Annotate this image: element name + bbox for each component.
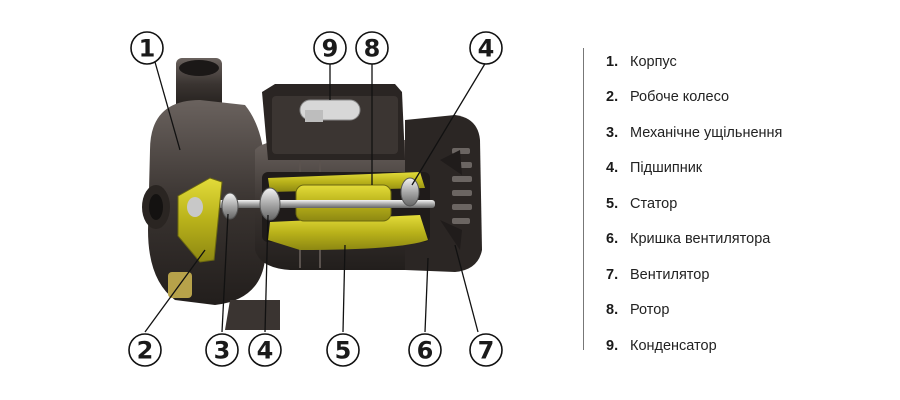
legend-label: Корпус: [630, 53, 677, 70]
leader-lines: [144, 61, 487, 333]
svg-text:1: 1: [139, 35, 156, 63]
mechanical-seal: [221, 192, 239, 220]
callout-3: 3: [205, 333, 239, 367]
callout-2: 2: [128, 333, 162, 367]
legend-number: 8.: [606, 302, 619, 319]
legend-item: 8. Ротор: [606, 293, 896, 329]
legend-number: 6.: [606, 231, 619, 248]
callout-1: 1: [130, 31, 164, 65]
legend-item: 4. Підшипник: [606, 151, 896, 187]
callout-4-top: 4: [469, 31, 503, 65]
legend-number: 9.: [606, 337, 619, 354]
svg-text:4: 4: [478, 35, 495, 63]
callout-4-bottom: 4: [248, 333, 282, 367]
legend-label: Робоче колесо: [630, 89, 730, 106]
legend-label: Конденсатор: [630, 337, 717, 354]
outlet-opening: [179, 60, 219, 76]
legend-label: Статор: [630, 195, 678, 212]
legend-item: 7. Вентилятор: [606, 257, 896, 293]
legend-divider: [583, 48, 584, 350]
fan-blades: [440, 150, 462, 250]
legend-item: 1. Корпус: [606, 44, 896, 80]
svg-text:7: 7: [478, 337, 495, 365]
bearing-rear: [400, 177, 420, 207]
legend-item: 5. Статор: [606, 186, 896, 222]
callout-5: 5: [326, 333, 360, 367]
callout-7: 7: [469, 333, 503, 367]
callout-8: 8: [355, 31, 389, 65]
impeller: [177, 177, 223, 263]
svg-text:3: 3: [214, 337, 231, 365]
shaft: [205, 200, 435, 208]
svg-text:8: 8: [364, 35, 381, 63]
legend-item: 2. Робоче колесо: [606, 80, 896, 116]
legend-number: 2.: [606, 89, 619, 106]
legend-number: 1.: [606, 53, 619, 70]
parts-legend: 1. Корпус 2. Робоче колесо 3. Механічне ущі…: [606, 44, 896, 364]
pump-cutaway-diagram: 1 9 8 4 2 3 4 5: [128, 31, 503, 367]
legend-item: 6. Кришка вентилятора: [606, 222, 896, 258]
legend-number: 3.: [606, 124, 619, 141]
legend-item: 9. Конденсатор: [606, 328, 896, 364]
svg-text:9: 9: [322, 35, 339, 63]
legend-label: Підшипник: [630, 160, 703, 177]
legend-label: Кришка вентилятора: [630, 231, 771, 248]
callout-6: 6: [408, 333, 442, 367]
legend-number: 4.: [606, 160, 619, 177]
legend-label: Ротор: [630, 302, 670, 319]
callout-9: 9: [313, 31, 347, 65]
callouts: 1 9 8 4 2 3 4 5: [128, 31, 503, 367]
bearing-front: [259, 187, 281, 221]
svg-text:6: 6: [417, 337, 434, 365]
svg-text:5: 5: [335, 337, 352, 365]
mounting-foot: [225, 300, 280, 330]
legend-number: 5.: [606, 195, 619, 212]
svg-text:2: 2: [137, 337, 154, 365]
legend-label: Механічне ущільнення: [630, 124, 783, 141]
stator-lower: [268, 215, 428, 250]
pump-body: [142, 58, 482, 330]
legend-number: 7.: [606, 266, 619, 283]
legend-item: 3. Механічне ущільнення: [606, 115, 896, 151]
svg-text:4: 4: [257, 337, 274, 365]
legend-label: Вентилятор: [630, 266, 710, 283]
